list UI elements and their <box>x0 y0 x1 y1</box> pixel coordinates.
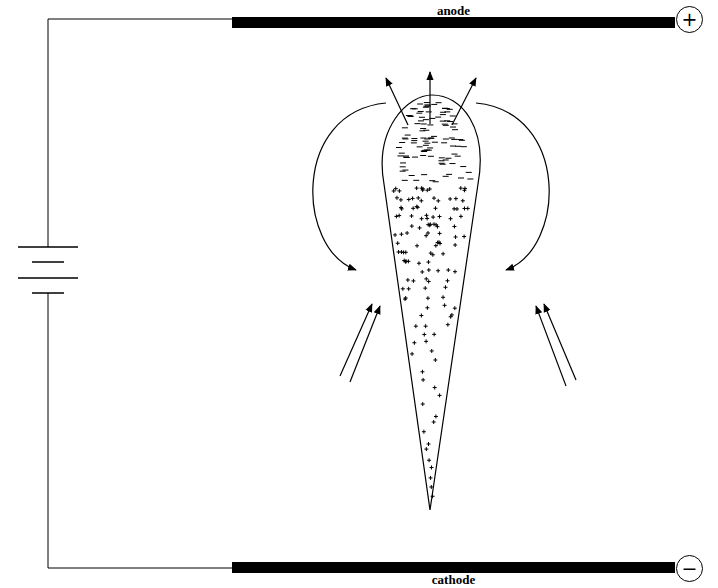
electrode-plate: anode <box>232 4 675 28</box>
polarity-sign: − <box>682 559 698 578</box>
terminal-circle: − <box>676 555 703 582</box>
field-arrow <box>313 72 576 386</box>
electrode-bar <box>232 562 675 573</box>
battery-symbol <box>18 247 78 293</box>
circuit-wire <box>48 19 232 568</box>
electrode-label: cathode <box>232 573 675 586</box>
electrode-label: anode <box>232 4 675 17</box>
electrode-plate: cathode <box>232 562 675 586</box>
droplet-cone <box>382 95 480 510</box>
polarity-sign: + <box>682 10 698 29</box>
charge-texture <box>392 103 474 499</box>
terminal-circle: + <box>676 6 703 33</box>
electrode-bar <box>232 17 675 28</box>
